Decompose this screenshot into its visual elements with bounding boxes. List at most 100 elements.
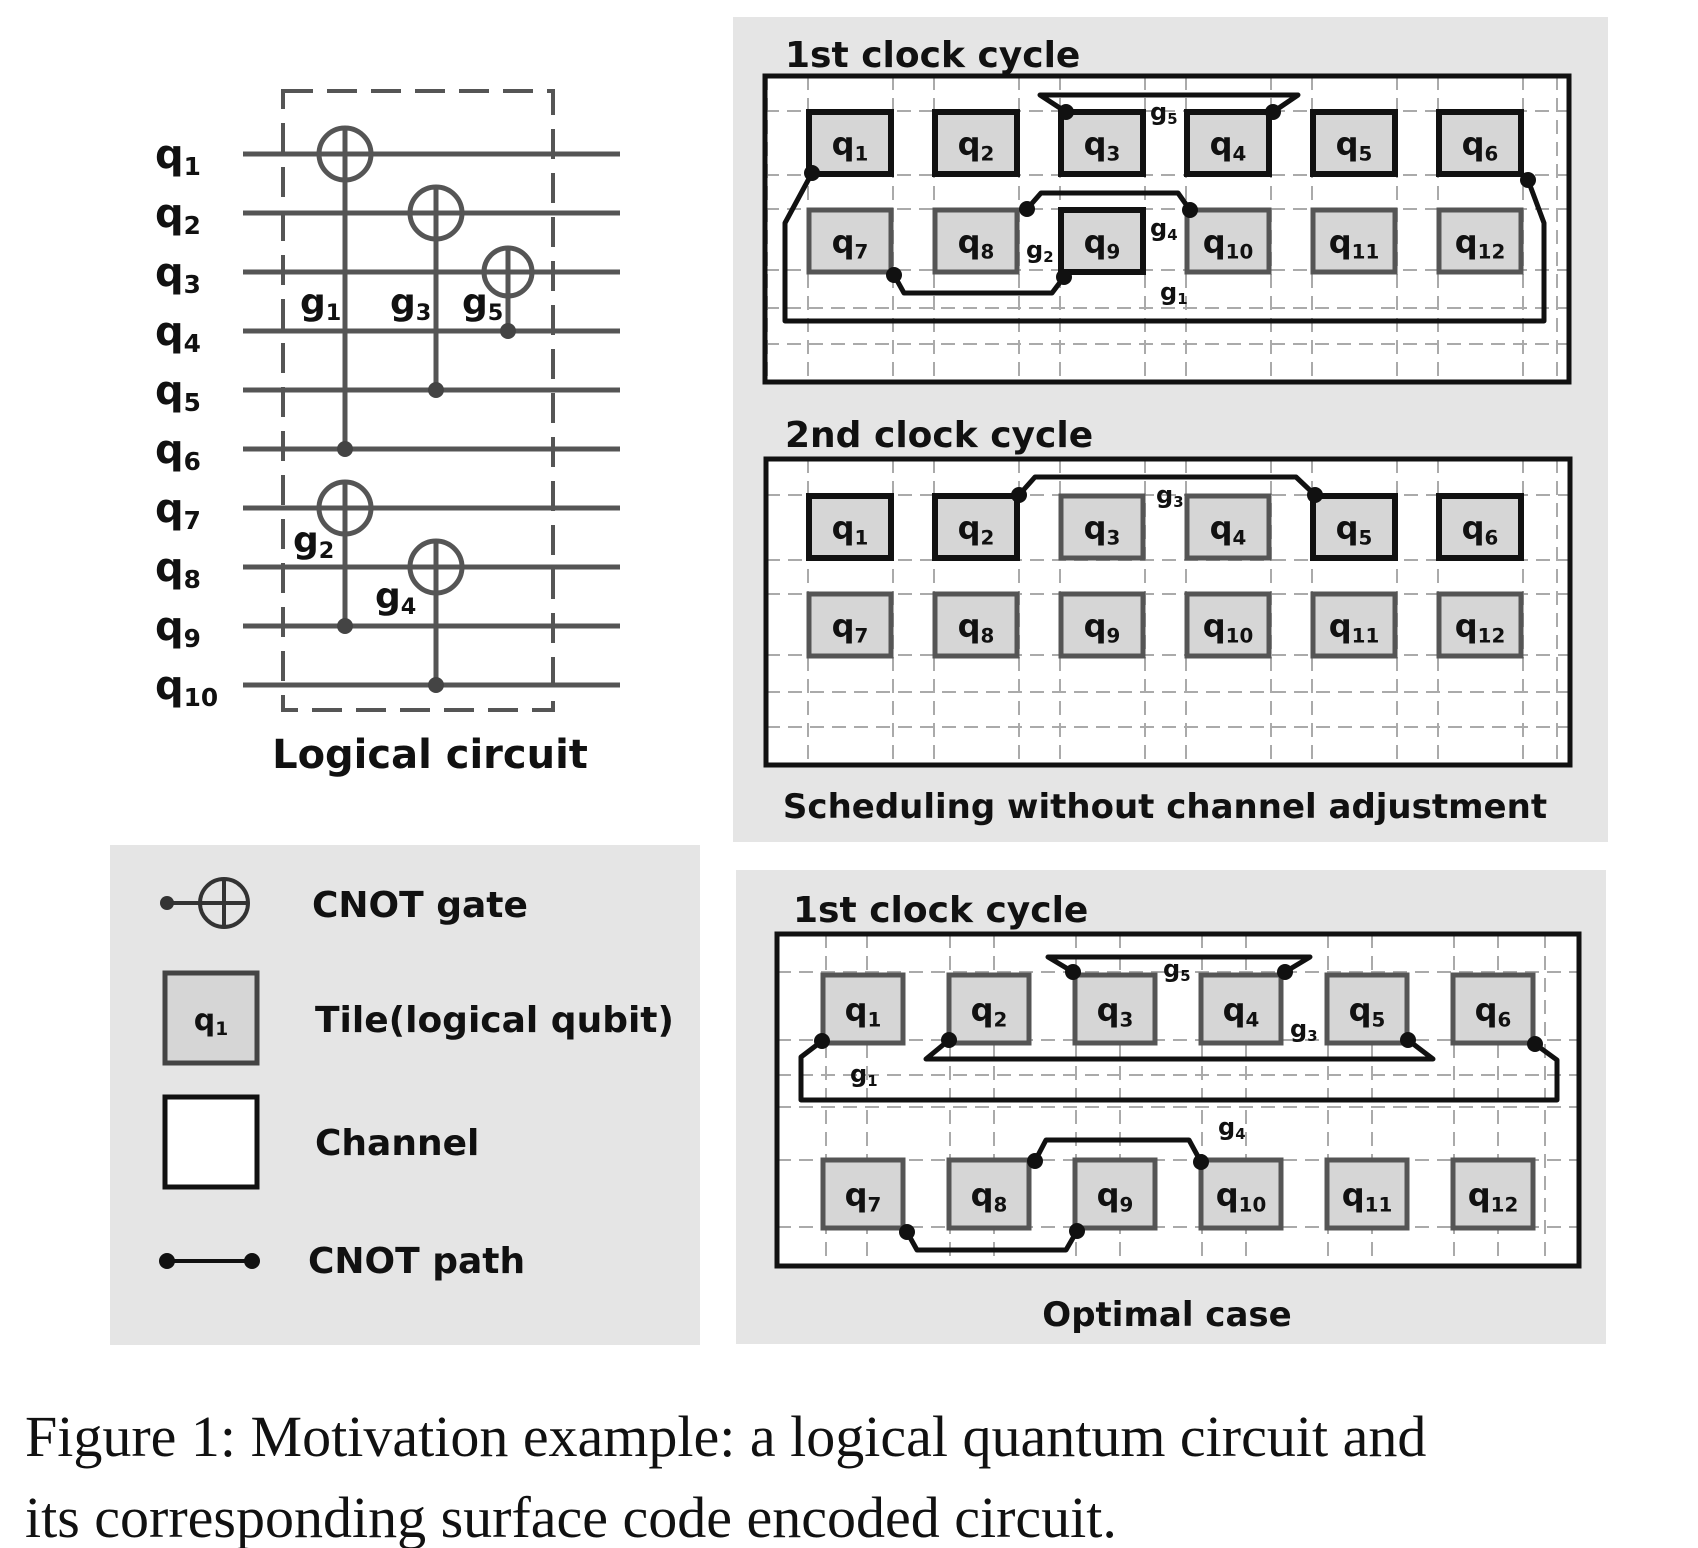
tile-q11 [1310, 591, 1398, 659]
path-endpoint [1520, 172, 1536, 188]
tile-label-q6: q6 [1475, 991, 1512, 1032]
qubit-label-q5: q5 [155, 368, 201, 417]
gate-label-g5: g5 [462, 282, 503, 326]
path-endpoint [1182, 202, 1198, 218]
tile-label-q6: q6 [1462, 125, 1499, 166]
legend-cnot-gate-label: CNOT gate [312, 885, 528, 926]
tile-q7 [806, 591, 894, 659]
tile-label-q12: q12 [1455, 607, 1506, 648]
without-cycle-2-title: 2nd clock cycle [785, 415, 1093, 456]
channel-area [765, 76, 1569, 382]
tile-q5 [1324, 972, 1410, 1046]
cnot-path-g3: g3 [923, 1015, 1436, 1062]
tile-q7 [820, 1157, 906, 1231]
tile-q9 [1072, 1157, 1158, 1231]
tile-q2 [932, 493, 1020, 561]
tile-q3 [1072, 972, 1158, 1046]
tile-q9 [1058, 591, 1146, 659]
path-endpoint [1277, 964, 1293, 980]
tile-label-q2: q2 [958, 509, 995, 550]
path-endpoint [941, 1032, 957, 1048]
qubit-label-q4: q4 [155, 309, 201, 358]
tile-q10 [1184, 591, 1272, 659]
tile-label-q1: q1 [832, 125, 869, 166]
path-endpoint [1058, 104, 1074, 120]
tile-label-q8: q8 [958, 607, 995, 648]
tile-q1 [806, 109, 894, 177]
cnot-g2: g2 [293, 479, 374, 634]
path-endpoint [1019, 201, 1035, 217]
channel-border [762, 73, 1572, 385]
qubit-label-q9: q9 [155, 604, 201, 653]
path-endpoint [814, 1033, 830, 1049]
path-endpoint [1400, 1032, 1416, 1048]
tile-label-q4: q4 [1210, 509, 1247, 550]
gate-label-g4: g4 [375, 576, 416, 620]
tile-label-q7: q7 [845, 1176, 882, 1217]
tile-q1 [806, 493, 894, 561]
tile-q6 [1436, 109, 1524, 177]
path-label-g5: g5 [1163, 955, 1191, 985]
tile-label-q3: q3 [1084, 125, 1121, 166]
tile-q12 [1436, 207, 1524, 275]
tile-label-q5: q5 [1336, 125, 1373, 166]
path-endpoint [886, 267, 902, 283]
path-endpoint [899, 1224, 915, 1240]
cnot-path-legend-icon [159, 1253, 260, 1269]
path-label-g1: g1 [850, 1060, 878, 1090]
legend-channel-label: Channel [315, 1123, 479, 1164]
cnot-g5: g5 [462, 245, 535, 339]
path-endpoint [804, 165, 820, 181]
tile-label-q9: q9 [1097, 1176, 1134, 1217]
tile-q6 [1450, 972, 1536, 1046]
legend-cnot-path-label: CNOT path [308, 1241, 525, 1282]
cnot-path-g1: g1 [782, 165, 1547, 324]
tile-q8 [932, 591, 1020, 659]
cnot-path-g5: g5 [1045, 954, 1313, 985]
circuit-dashed-box [281, 89, 555, 712]
tile-label-q11: q11 [1329, 223, 1380, 264]
channel-border [774, 931, 1582, 1269]
qubit-label-q8: q8 [155, 545, 201, 594]
legend: CNOT gate q1 Tile(logical qubit) Channel… [159, 877, 674, 1282]
cnot-path-g4: g4 [1019, 190, 1198, 244]
tile-label-q4: q4 [1223, 991, 1260, 1032]
tile-q3 [1058, 493, 1146, 561]
gate-label-g1: g1 [300, 282, 341, 326]
cnot-path-g5: g5 [1037, 92, 1301, 128]
tile-q9 [1058, 207, 1146, 275]
tile-label-q10: q10 [1216, 1176, 1267, 1217]
legend-channel-icon [162, 1094, 260, 1190]
cnot-path-g1: g1 [798, 1033, 1560, 1103]
tile-label-q8: q8 [971, 1176, 1008, 1217]
tile-label-q5: q5 [1336, 509, 1373, 550]
optimal-cycle-1-title: 1st clock cycle [793, 890, 1088, 931]
tile-label-q7: q7 [832, 223, 869, 264]
without-cycle-1-title: 1st clock cycle [785, 35, 1080, 76]
tile-q12 [1450, 1157, 1536, 1231]
tile-label-q11: q11 [1329, 607, 1380, 648]
gate-label-g2: g2 [293, 520, 334, 564]
tile-label-q7: q7 [832, 607, 869, 648]
tile-q7 [806, 207, 894, 275]
tile-label-q10: q10 [1203, 223, 1254, 264]
tile-q4 [1184, 109, 1272, 177]
path-endpoint [1193, 1154, 1209, 1170]
cnot-path-g3: g3 [1011, 474, 1323, 511]
tile-label-q9: q9 [1084, 223, 1121, 264]
tile-label-q8: q8 [958, 223, 995, 264]
panel-without-caption: Scheduling without channel adjustment [783, 787, 1547, 827]
qubit-label-q3: q3 [155, 250, 201, 299]
qubit-label-q10: q10 [155, 663, 218, 712]
panel-optimal-caption: Optimal case [1042, 1295, 1291, 1335]
tile-label-q9: q9 [1084, 607, 1121, 648]
path-label-g4: g4 [1150, 214, 1178, 244]
tile-q5 [1310, 493, 1398, 561]
path-label-g5: g5 [1150, 98, 1178, 128]
tile-q11 [1310, 207, 1398, 275]
tile-label-q1: q1 [845, 991, 882, 1032]
